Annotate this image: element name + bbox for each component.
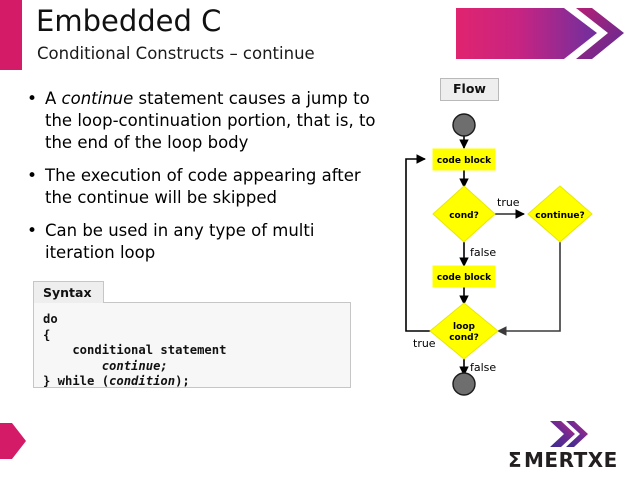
brand-logo: Σ MERTXE	[508, 421, 618, 471]
page-title: Embedded C	[36, 4, 222, 38]
code-line-indent	[43, 359, 102, 373]
logo-chevron-icon-secondary	[566, 421, 588, 447]
flow-node-continue	[527, 185, 593, 243]
page-subtitle: Conditional Constructs – continue	[37, 44, 315, 63]
logo-chevron-icon	[550, 421, 575, 447]
code-keyword-continue: continue;	[101, 358, 168, 373]
flow-diagram: Flow code block cond? continue?	[396, 72, 638, 402]
flow-node-code-block-2-label: code block	[437, 273, 492, 283]
bullet-segment: statement causes a jump to the loop-cont…	[45, 89, 376, 152]
bullet-marker: •	[27, 166, 38, 186]
list-item: • Can be used in any type of multi itera…	[27, 220, 387, 264]
bullet-marker: •	[27, 221, 38, 241]
bullet-text: The execution of code appearing after th…	[45, 166, 361, 207]
list-item: • A continue statement causes a jump to …	[27, 88, 387, 154]
header-arrow-graphic	[456, 8, 624, 59]
flow-node-continue-label: continue?	[535, 211, 584, 221]
syntax-block: Syntax do { conditional statement contin…	[33, 281, 351, 388]
syntax-code: do { conditional statement continue; } w…	[43, 312, 350, 390]
bullet-text: Can be used in any type of multi iterati…	[45, 221, 315, 262]
logo-sigma-icon: Σ	[508, 448, 522, 471]
flow-node-loop-cond-label-line1: loop	[453, 322, 475, 332]
bullet-text: A continue statement causes a jump to th…	[45, 88, 387, 154]
bullet-segment-emphasis: continue	[61, 89, 134, 108]
flow-node-code-block-1-label: code block	[437, 156, 492, 166]
flow-node-loop-cond	[429, 302, 499, 360]
flow-node-code-block-1	[432, 148, 496, 171]
logo-wordmark: MERTXE	[524, 448, 618, 471]
flow-node-cond-label: cond?	[449, 211, 479, 221]
edge-label-loop-false: false	[470, 361, 496, 374]
edge-loopcond-true-to-codeblock1	[405, 154, 436, 332]
bullet-list: • A continue statement causes a jump to …	[27, 88, 387, 275]
code-line: );	[175, 374, 190, 388]
flow-node-start	[452, 113, 476, 137]
code-line: conditional statement	[43, 343, 227, 357]
bullet-segment: A	[45, 89, 62, 108]
edge-label-loop-true: true	[413, 337, 436, 350]
list-item: • The execution of code appearing after …	[27, 165, 387, 209]
syntax-tab-label: Syntax	[33, 281, 104, 303]
code-line: do	[43, 312, 58, 326]
flow-node-end	[452, 372, 476, 396]
edge-continue-to-loopcond	[497, 242, 561, 336]
code-line: } while (	[43, 374, 110, 388]
flow-node-code-block-2	[432, 265, 496, 288]
edge-label-cond-false: false	[470, 246, 496, 259]
flow-node-cond	[432, 185, 496, 243]
bullet-marker: •	[27, 89, 38, 109]
edge-label-cond-true: true	[497, 196, 520, 209]
footer-chevron-graphic	[0, 423, 26, 459]
flow-diagram-svg: code block cond? continue? code block lo…	[405, 113, 593, 396]
header-accent-bar	[0, 0, 22, 70]
flow-label: Flow	[440, 78, 499, 101]
flow-node-loop-cond-label-line2: cond?	[449, 333, 479, 343]
code-line: {	[43, 327, 51, 342]
syntax-code-box: do { conditional statement continue; } w…	[33, 302, 351, 388]
code-placeholder-condition: condition	[109, 374, 176, 388]
